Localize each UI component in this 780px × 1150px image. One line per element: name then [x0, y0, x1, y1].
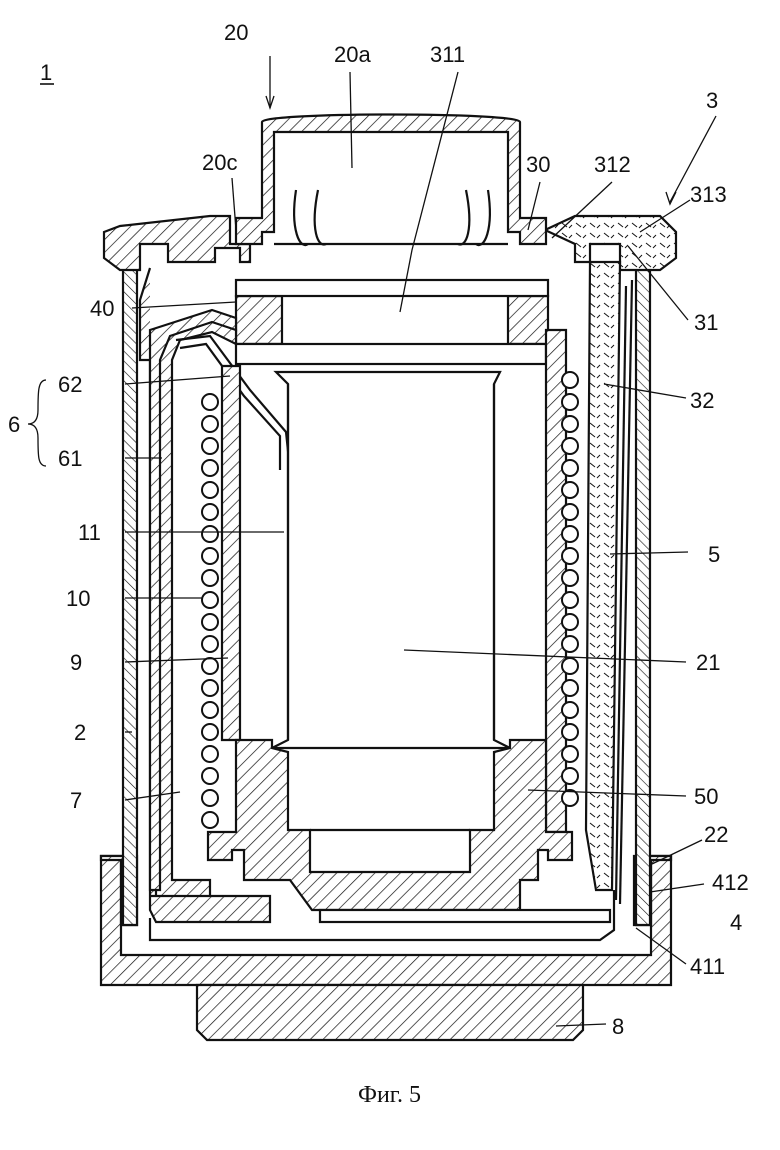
label-22: 22: [704, 822, 728, 847]
top-cover: [104, 216, 250, 270]
inner-base: [208, 740, 572, 910]
label-311: 311: [430, 42, 465, 67]
label-3: 3: [706, 88, 718, 113]
label-40: 40: [90, 296, 114, 321]
heater-32: [586, 262, 620, 890]
label-61: 61: [58, 446, 82, 471]
label-20a: 20a: [334, 42, 371, 67]
label-21: 21: [696, 650, 720, 675]
label-10: 10: [66, 586, 90, 611]
label-50: 50: [694, 784, 718, 809]
label-5: 5: [708, 542, 720, 567]
label-313: 313: [690, 182, 727, 207]
coil-left: [202, 394, 218, 828]
label-4: 4: [730, 910, 742, 935]
figure-caption: Фиг. 5: [358, 1082, 421, 1108]
brace-6: [28, 380, 46, 466]
label-312: 312: [594, 152, 631, 177]
label-20c: 20c: [202, 150, 237, 175]
label-32: 32: [690, 388, 714, 413]
label-9: 9: [70, 650, 82, 675]
label-31: 31: [694, 310, 718, 335]
label-6: 6: [8, 412, 20, 437]
nozzle: [236, 115, 546, 246]
label-2: 2: [74, 720, 86, 745]
foot-block: [197, 985, 583, 1040]
label-411: 411: [690, 954, 725, 979]
label-11: 11: [78, 520, 101, 545]
label-7: 7: [70, 788, 82, 813]
label-412: 412: [712, 870, 749, 895]
inner-vessel: [236, 344, 546, 748]
label-62: 62: [58, 372, 82, 397]
label-20: 20: [224, 20, 248, 45]
collar: [236, 280, 548, 344]
label-8: 8: [612, 1014, 624, 1039]
assembly-label: 1: [40, 60, 52, 85]
label-30: 30: [526, 152, 550, 177]
